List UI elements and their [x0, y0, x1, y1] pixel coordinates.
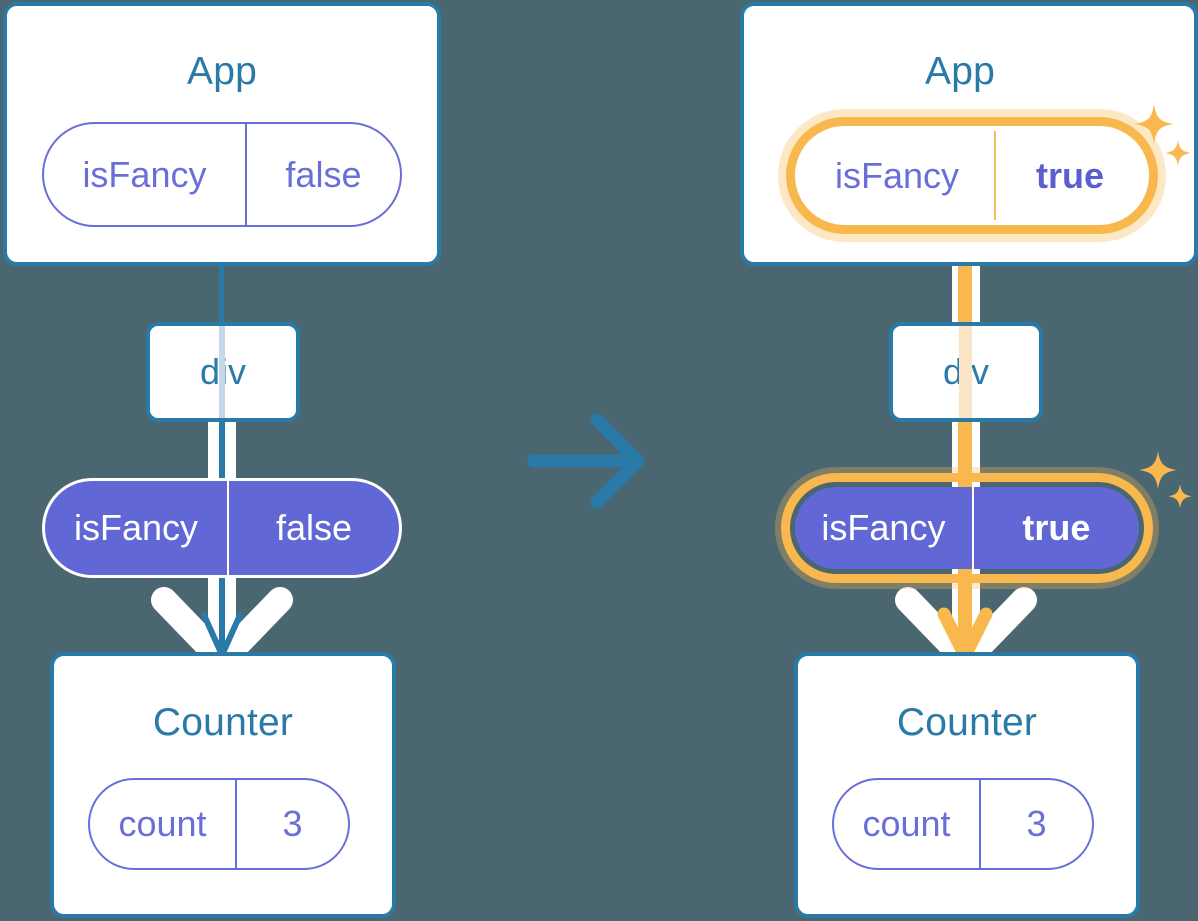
right-prop-arrow-outline — [895, 587, 1037, 673]
right-app-sparkles — [1134, 104, 1191, 166]
right-div-internal-line — [959, 326, 972, 418]
right-counter-state-pill: count 3 — [832, 778, 1094, 870]
sparkle-large-icon — [1134, 104, 1174, 144]
left-prop-value: false — [276, 507, 353, 548]
right-prop-key: isFancy — [795, 487, 974, 569]
left-counter-state-key: count — [90, 780, 238, 868]
sparkle-large-icon — [1139, 451, 1177, 489]
left-counter-state-pill: count 3 — [88, 778, 350, 870]
right-prop-value: true — [1022, 507, 1091, 548]
right-counter-state-key: count — [834, 780, 982, 868]
right-app-state-value: true — [1036, 154, 1105, 196]
left-app-state-key: isFancy — [44, 124, 247, 225]
right-counter-title: Counter — [896, 701, 1038, 744]
right-prop-pill: isFancy true — [795, 487, 1139, 569]
arrow-right-icon — [527, 413, 645, 509]
right-prop-sparkles — [1139, 451, 1192, 509]
left-app-state-value: false — [285, 153, 362, 195]
right-counter-state-value: 3 — [1026, 803, 1047, 844]
right-app-state-highlight-ring — [786, 117, 1158, 234]
left-counter-title: Counter — [152, 701, 294, 744]
left-app-title: App — [187, 50, 257, 93]
right-app-state-key: isFancy — [800, 131, 997, 220]
sparkle-small-icon — [1165, 140, 1191, 166]
right-app-state-pill: isFancy true — [800, 131, 1144, 220]
left-app-state-pill: isFancy false — [42, 122, 402, 227]
sparkle-small-icon — [1168, 484, 1192, 509]
left-div-internal-line — [219, 326, 225, 418]
left-counter-state-value: 3 — [282, 803, 303, 844]
left-app-to-div-line — [219, 262, 224, 324]
left-prop-pill: isFancy false — [42, 478, 402, 578]
left-prop-key: isFancy — [45, 481, 230, 575]
right-app-title: App — [925, 50, 995, 93]
left-prop-arrow-outline — [151, 587, 293, 673]
